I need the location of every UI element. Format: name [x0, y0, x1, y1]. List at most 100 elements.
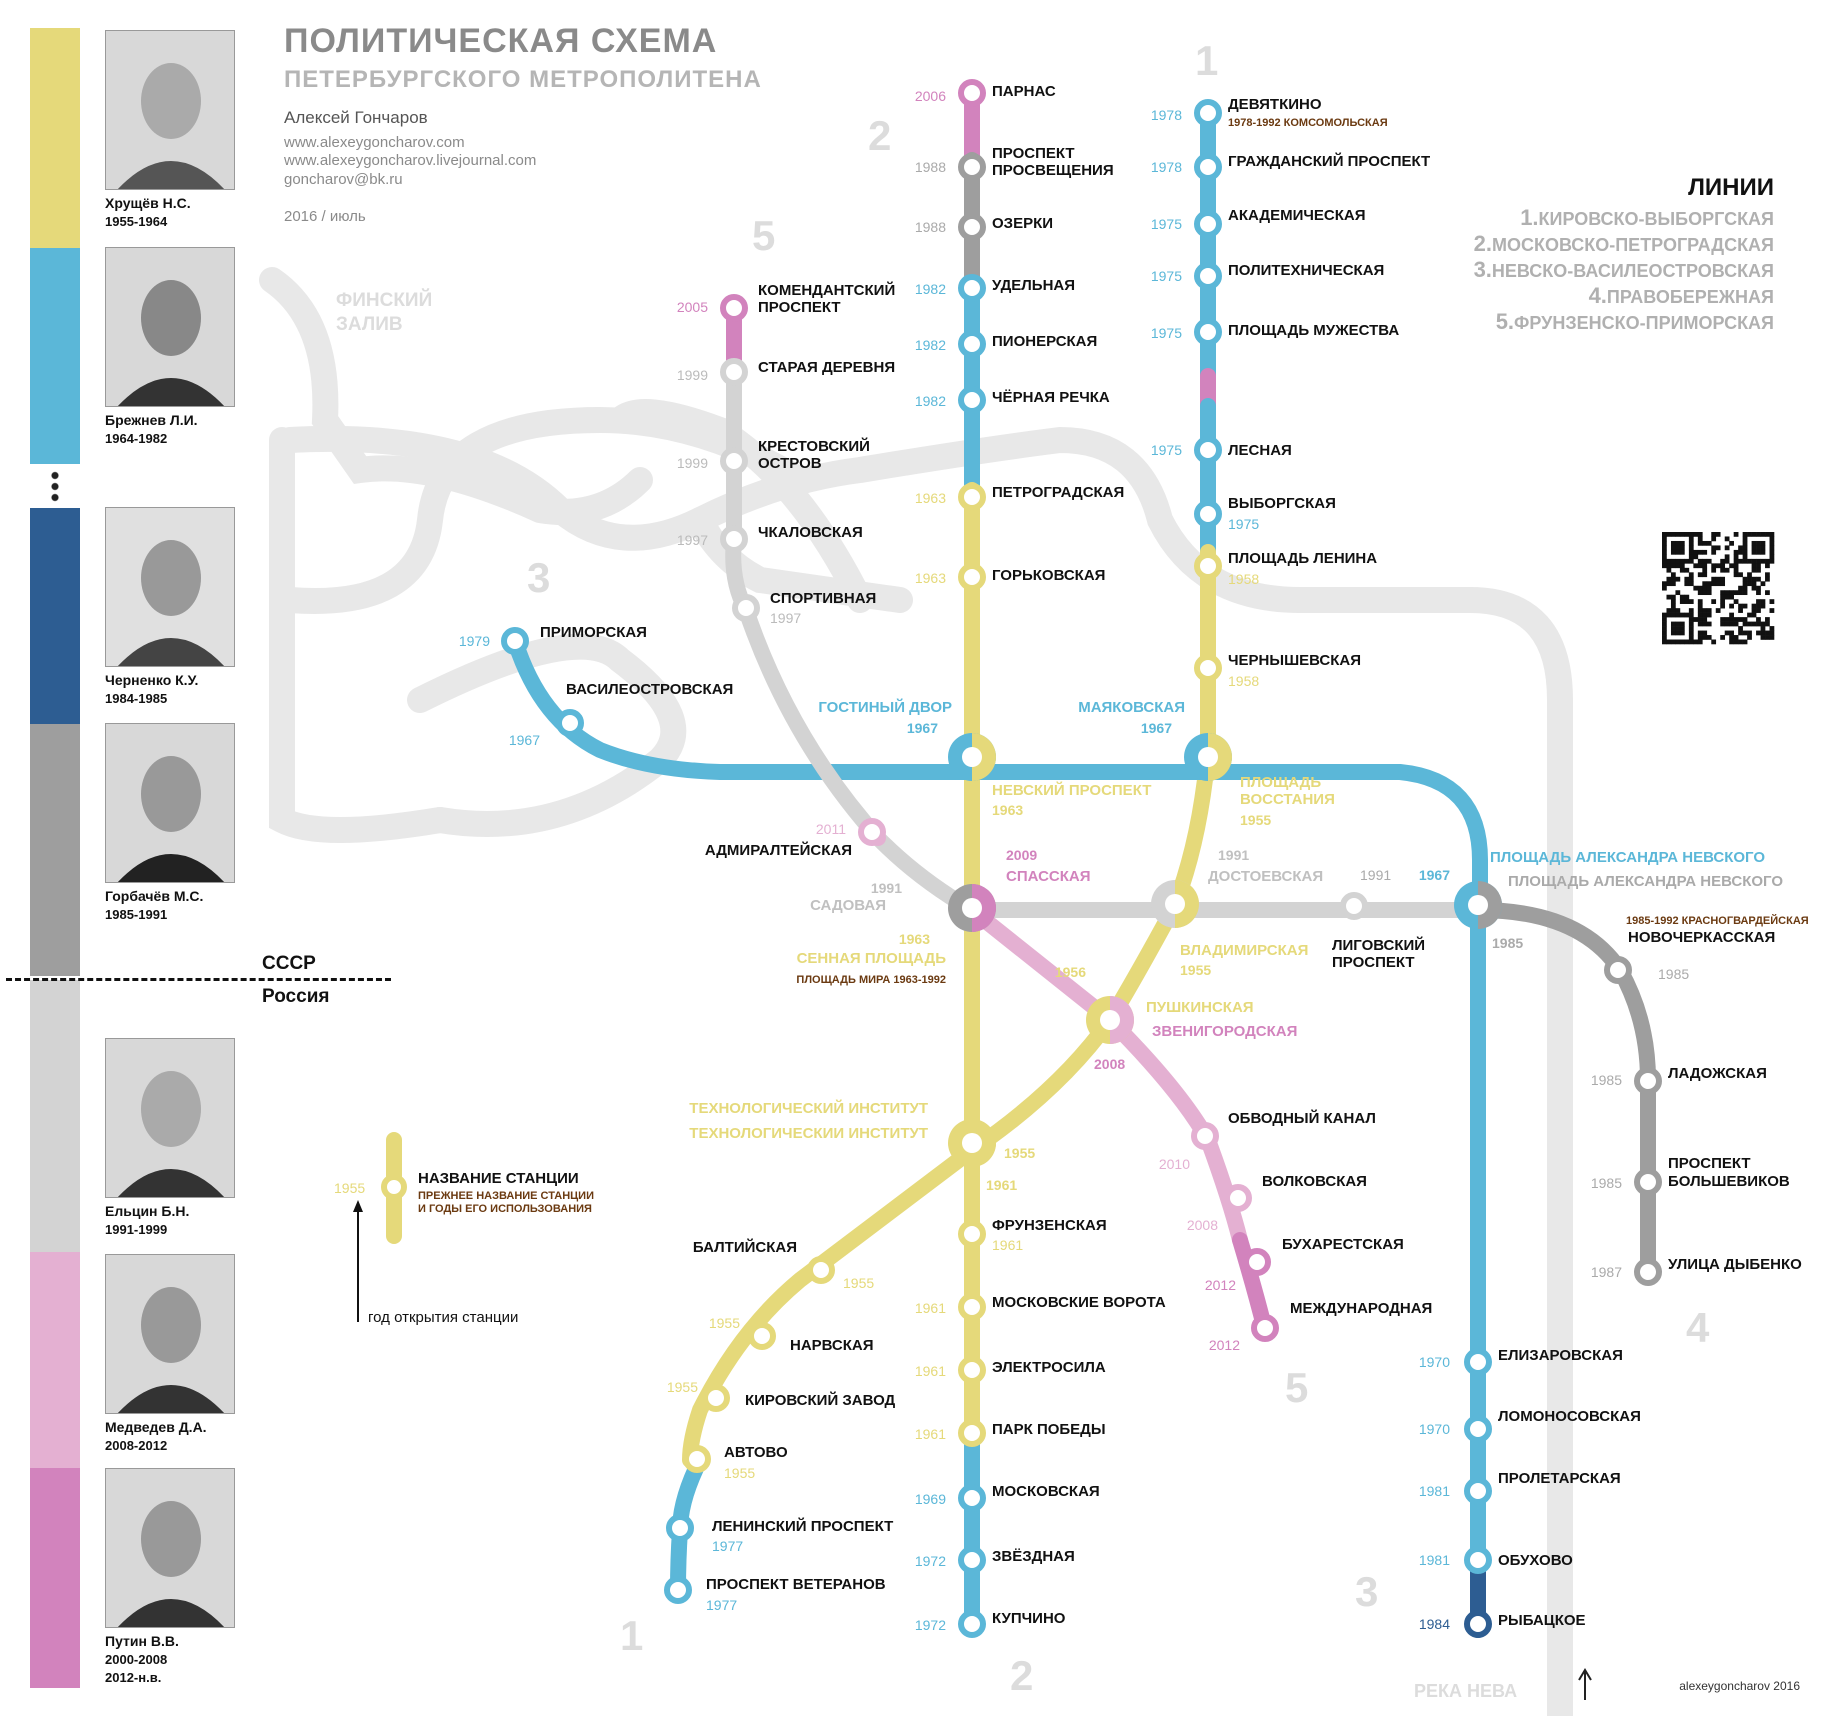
era-russia: Россия: [262, 986, 330, 1007]
station-politehnicheskaya-year: 1975: [1151, 268, 1182, 284]
station-vasileostrovskaya-year: 1967: [509, 732, 540, 748]
station-komendantsky-marker[interactable]: [720, 294, 748, 322]
station-ligovsky-name: ЛИГОВСКИЙ: [1332, 936, 1425, 954]
station-vyborgskaya-name: ВЫБОРГСКАЯ: [1228, 495, 1336, 512]
station-prosvescheniya-marker[interactable]: [958, 153, 986, 181]
station-udelnaya-marker[interactable]: [958, 274, 986, 302]
station-parnas-marker[interactable]: [958, 79, 986, 107]
station-staraya-marker[interactable]: [720, 358, 748, 386]
station-ligovsky-marker[interactable]: [1340, 892, 1368, 920]
station-primorskaya-marker[interactable]: [501, 627, 529, 655]
author-site[interactable]: www.alexeygoncharov.com: [284, 134, 465, 151]
legend-line-5-num: 5.: [1495, 309, 1515, 334]
station-baltiyskaya-marker[interactable]: [807, 1256, 835, 1284]
station-nevsky-year: 1963: [992, 802, 1023, 818]
station-pionerskaya-marker[interactable]: [958, 330, 986, 358]
station-elektrosila-year: 1961: [915, 1363, 946, 1379]
station-volkovskaya-year: 2008: [1187, 1217, 1218, 1233]
station-narvskaya-marker[interactable]: [748, 1322, 776, 1350]
station-elizarovskaya-marker[interactable]: [1464, 1348, 1492, 1376]
station-chernaya-marker[interactable]: [958, 386, 986, 414]
station-vasileostrovskaya-marker[interactable]: [556, 709, 584, 737]
station-obukhovo-marker[interactable]: [1464, 1546, 1492, 1574]
station-obukhovo-name: ОБУХОВО: [1498, 1552, 1573, 1569]
station-frunzenskaya-marker[interactable]: [958, 1220, 986, 1248]
station-ladozhskaya-marker[interactable]: [1634, 1067, 1662, 1095]
station-park-marker[interactable]: [958, 1419, 986, 1447]
leader-name-medvedev: Медведев Д.А.: [105, 1419, 207, 1435]
station-kupchino-name: КУПЧИНО: [992, 1610, 1066, 1627]
station-akademicheskaya-marker[interactable]: [1194, 210, 1222, 238]
legend-key-former-1: ПРЕЖНЕЕ НАЗВАНИЕ СТАНЦИИ: [418, 1190, 594, 1202]
station-vladimirskaya-year: 1955: [1180, 962, 1211, 978]
station-lesnaya-marker[interactable]: [1194, 436, 1222, 464]
station-grazhdansky-name: ГРАЖДАНСКИЙ ПРОСПЕКТ: [1228, 152, 1430, 170]
station-lenina-marker[interactable]: [1194, 552, 1222, 580]
leader-name-chernenko: Черненко К.У.: [105, 672, 199, 688]
station-politehnicheskaya-marker[interactable]: [1194, 262, 1222, 290]
station-techno2-year1: 1955: [1004, 1145, 1035, 1161]
station-rybatskoe-marker[interactable]: [1464, 1610, 1492, 1638]
station-elektrosila-name: ЭЛЕКТРОСИЛА: [992, 1359, 1106, 1376]
station-vladimirskaya-name: ВЛАДИМИРСКАЯ: [1180, 942, 1308, 959]
leader-years-putin-second: 2012-н.в.: [105, 1670, 162, 1685]
legend-line-4: 4.ПРАВОБЕРЕЖНАЯ: [1589, 283, 1774, 309]
station-kirovsky-marker[interactable]: [702, 1384, 730, 1412]
station-admiralteyskaya-marker[interactable]: [858, 818, 886, 846]
station-sennaya-former: ПЛОЩАДЬ МИРА 1963-1992: [796, 974, 946, 986]
station-devyatkino-marker[interactable]: [1194, 99, 1222, 127]
station-ozerki-year: 1988: [915, 219, 946, 235]
station-chernyshevskaya-marker[interactable]: [1194, 654, 1222, 682]
station-elektrosila-marker[interactable]: [958, 1356, 986, 1384]
station-veteranov-marker[interactable]: [664, 1576, 692, 1604]
station-gorkovskaya-marker[interactable]: [958, 563, 986, 591]
author-email[interactable]: goncharov@bk.ru: [284, 171, 403, 188]
station-novocherkasskaya-marker[interactable]: [1604, 956, 1632, 984]
author-blog[interactable]: www.alexeygoncharov.livejournal.com: [284, 152, 537, 169]
station-lomonosovskaya-marker[interactable]: [1464, 1415, 1492, 1443]
station-komendantsky-name-2: ПРОСПЕКТ: [758, 299, 841, 316]
station-avtovo-marker[interactable]: [683, 1445, 711, 1473]
station-lenina-name: ПЛОЩАДЬ ЛЕНИНА: [1228, 550, 1377, 567]
station-zvezdnaya-year: 1972: [915, 1553, 946, 1569]
station-grazhdansky-marker[interactable]: [1194, 153, 1222, 181]
station-mezhdunarodnaya-marker[interactable]: [1251, 1314, 1279, 1342]
station-krestovsky-marker[interactable]: [720, 447, 748, 475]
station-proletarskaya-marker[interactable]: [1464, 1477, 1492, 1505]
station-chkalovskaya-marker[interactable]: [720, 525, 748, 553]
station-frunzenskaya-year: 1961: [992, 1237, 1023, 1253]
author-name: Алексей Гончаров: [284, 108, 428, 127]
station-dybenko-marker[interactable]: [1634, 1258, 1662, 1286]
line-num-3-bottom: 3: [1355, 1568, 1378, 1615]
station-bolshevikov-marker[interactable]: [1634, 1168, 1662, 1196]
station-techno2-year2: 1961: [986, 1177, 1017, 1193]
station-muzhestva-marker[interactable]: [1194, 318, 1222, 346]
station-udelnaya-name: УДЕЛЬНАЯ: [992, 277, 1075, 294]
timeline-putin: [30, 1468, 80, 1688]
station-vyborgskaya-marker[interactable]: [1194, 500, 1222, 528]
station-zvezdnaya-marker[interactable]: [958, 1546, 986, 1574]
timeline-gorbachev: [30, 724, 80, 976]
station-mayakovskaya-year: 1967: [1141, 720, 1172, 736]
station-kupchino-marker[interactable]: [958, 1610, 986, 1638]
station-ozerki-marker[interactable]: [958, 213, 986, 241]
station-obvodny-marker[interactable]: [1191, 1122, 1219, 1150]
station-sportivnaya-marker[interactable]: [732, 594, 760, 622]
station-gostiny-year: 1967: [907, 720, 938, 736]
station-obvodny-name: ОБВОДНЫЙ КАНАЛ: [1228, 1109, 1376, 1127]
station-petrogradskaya-marker[interactable]: [958, 483, 986, 511]
station-leninsky-marker[interactable]: [666, 1514, 694, 1542]
station-veteranov-name: ПРОСПЕКТ ВЕТЕРАНОВ: [706, 1576, 886, 1593]
station-dostoevskaya-year: 1991: [1218, 847, 1249, 863]
station-volkovskaya-marker[interactable]: [1224, 1184, 1252, 1212]
line-num-1-top: 1: [1195, 37, 1218, 84]
station-buharestskaya-marker[interactable]: [1243, 1248, 1271, 1276]
station-moskovskie-marker[interactable]: [958, 1293, 986, 1321]
station-moskovskaya-marker[interactable]: [958, 1484, 986, 1512]
publish-date: 2016 / июль: [284, 208, 366, 225]
station-prosvescheniya-name: ПРОСПЕКТ: [992, 145, 1075, 162]
bg-gulf-upper: [259, 267, 653, 525]
mayakovskaya-vosstaniya-hub-core: [1198, 747, 1218, 767]
portrait-yeltsin: [105, 1038, 235, 1198]
